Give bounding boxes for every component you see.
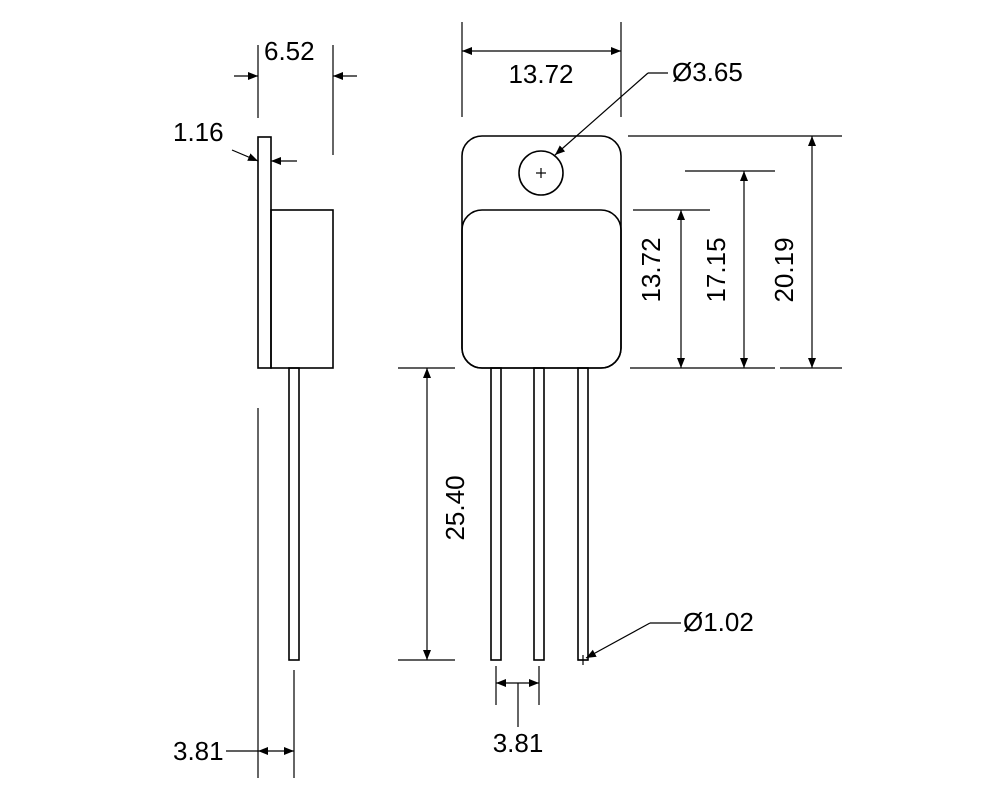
side-view	[257, 136, 334, 778]
dim-text: Ø1.02	[683, 607, 754, 637]
dim-text: 25.40	[440, 475, 470, 540]
front-lead-left	[490, 367, 502, 661]
dimension-20-19: 20.19	[628, 135, 842, 369]
dim-text: 6.52	[264, 36, 315, 66]
dimension-13-72-width: 13.72	[461, 22, 622, 117]
dimension-hole-diameter: Ø3.65	[554, 57, 743, 156]
side-lead	[288, 367, 300, 661]
mounting-hole	[518, 150, 564, 196]
dim-text: 3.81	[493, 728, 544, 758]
front-lead-right	[577, 367, 589, 661]
side-tab	[257, 136, 272, 369]
front-view	[461, 135, 622, 661]
dimension-13-72-height: 13.72	[630, 209, 710, 369]
front-body	[461, 209, 622, 369]
dim-text: 13.72	[636, 237, 666, 302]
dimension-lead-diameter: Ø1.02	[578, 607, 754, 665]
dim-text: 1.16	[173, 117, 224, 147]
dimension-25-40: 25.40	[398, 367, 470, 661]
dimension-3-81-pitch: 3.81	[493, 666, 544, 758]
dim-text: 3.81	[173, 736, 224, 766]
dim-text: 20.19	[769, 237, 799, 302]
dim-text: 13.72	[508, 59, 573, 89]
dimension-1-16: 1.16	[173, 117, 297, 165]
dim-text: 17.15	[701, 237, 731, 302]
side-body	[270, 209, 334, 369]
dimension-6-52: 6.52	[234, 36, 357, 155]
dim-text: Ø3.65	[672, 57, 743, 87]
dimension-3-81-side: 3.81	[173, 736, 294, 766]
dimension-17-15: 17.15	[685, 170, 775, 369]
front-lead-center	[533, 367, 545, 661]
